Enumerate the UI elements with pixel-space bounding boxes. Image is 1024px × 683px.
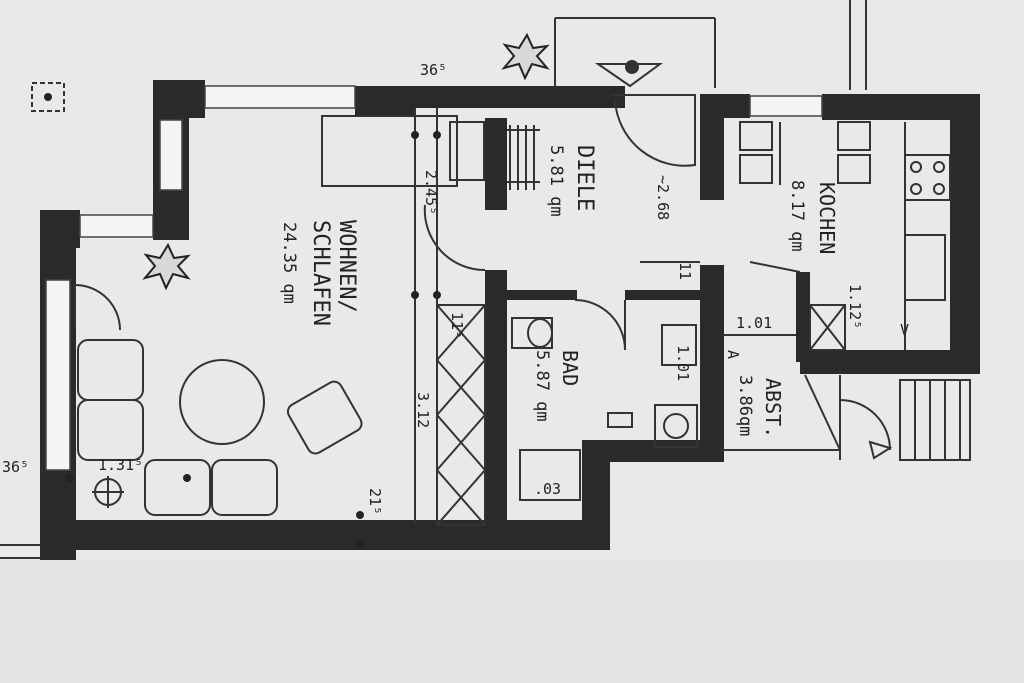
kitchen-fixtures	[739, 121, 951, 350]
svg-text:1.12⁵: 1.12⁵	[846, 284, 864, 329]
svg-text:~2.68: ~2.68	[654, 175, 672, 220]
room-label-diele: DIELE 5.81 qm	[546, 145, 597, 217]
svg-text:DIELE: DIELE	[572, 145, 597, 211]
svg-text:BAD: BAD	[558, 350, 582, 386]
interior-lines	[0, 0, 971, 559]
svg-text:24.35 qm: 24.35 qm	[279, 222, 299, 304]
svg-text:KOCHEN: KOCHEN	[815, 182, 839, 254]
svg-text:8.17 qm: 8.17 qm	[787, 180, 807, 252]
walls	[40, 80, 980, 560]
bathroom-fixtures	[511, 317, 698, 501]
stairs-arrow-icon	[868, 440, 893, 460]
svg-text:WOHNEN/: WOHNEN/	[334, 220, 359, 313]
stair-hatching	[507, 125, 540, 190]
room-label-abst: ABST. 3.86qm	[735, 375, 785, 438]
furniture-living	[77, 339, 363, 516]
dimension-labels: 36⁵ 36⁵ 2.45⁵ ~2.68 3.12 1.31⁵ 1.01 1.01…	[2, 61, 909, 515]
svg-text:A: A	[724, 350, 742, 359]
plant-icon-top	[501, 32, 550, 81]
svg-text:V: V	[900, 321, 909, 339]
svg-text:5.87 qm: 5.87 qm	[532, 350, 552, 422]
svg-text:3.86qm: 3.86qm	[735, 375, 755, 436]
shaft-hatch	[436, 304, 846, 526]
svg-text:21⁵: 21⁵	[366, 488, 384, 515]
north-marker-icon	[31, 82, 65, 112]
svg-text:SCHLAFEN: SCHLAFEN	[308, 220, 333, 326]
svg-text:11⁵: 11⁵	[448, 312, 466, 339]
plant-icon	[142, 242, 191, 291]
svg-text:3.12: 3.12	[414, 392, 432, 428]
svg-text:36⁵: 36⁵	[2, 458, 29, 476]
svg-text:1.01: 1.01	[674, 345, 692, 381]
svg-text:ABST.: ABST.	[761, 378, 785, 438]
svg-text:1.01: 1.01	[736, 314, 772, 332]
windows	[45, 85, 823, 471]
svg-text:36⁵: 36⁵	[420, 61, 447, 79]
room-label-kochen: KOCHEN 8.17 qm	[787, 180, 839, 254]
svg-text:2.45⁵: 2.45⁵	[422, 170, 440, 215]
svg-text:11: 11	[676, 262, 694, 280]
svg-text:5.81 qm: 5.81 qm	[546, 145, 566, 217]
entrance-marker-icon	[594, 60, 664, 88]
room-label-bad: BAD 5.87 qm	[532, 350, 582, 422]
dimension-dots	[66, 131, 441, 549]
svg-text:.03: .03	[534, 480, 561, 498]
svg-text:1.31⁵: 1.31⁵	[98, 456, 143, 474]
room-label-wohnen: WOHNEN/ SCHLAFEN 24.35 qm	[279, 220, 359, 326]
